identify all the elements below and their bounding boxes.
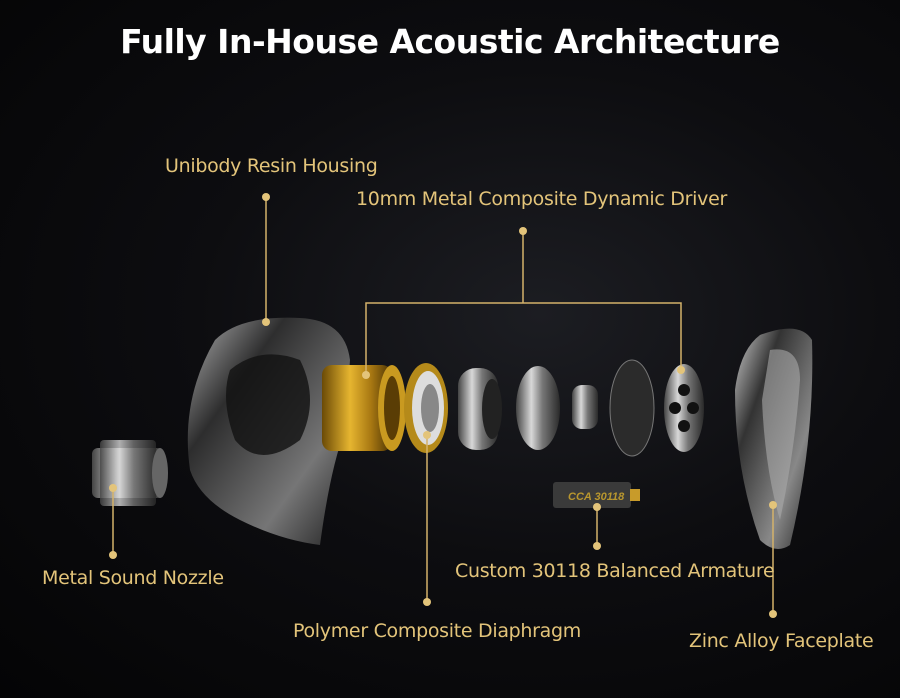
metal-sound-nozzle	[92, 440, 168, 506]
label-armature: Custom 30118 Balanced Armature	[455, 560, 775, 582]
page-title: Fully In-House Acoustic Architecture	[120, 22, 780, 61]
diaphragm	[404, 363, 448, 453]
label-diaphragm: Polymer Composite Diaphragm	[293, 620, 581, 642]
label-faceplate: Zinc Alloy Faceplate	[689, 630, 874, 652]
internal-components	[458, 359, 704, 457]
balanced-armature: CCA 30118	[553, 482, 640, 508]
label-nozzle: Metal Sound Nozzle	[42, 567, 224, 589]
callout-lines	[112, 197, 774, 614]
zinc-alloy-faceplate	[735, 328, 813, 549]
label-driver: 10mm Metal Composite Dynamic Driver	[356, 188, 727, 210]
dynamic-driver	[322, 365, 406, 451]
resin-housing	[187, 317, 350, 545]
svg-text:CCA 30118: CCA 30118	[568, 491, 625, 503]
callout-dots	[109, 193, 777, 618]
label-housing: Unibody Resin Housing	[165, 155, 378, 177]
